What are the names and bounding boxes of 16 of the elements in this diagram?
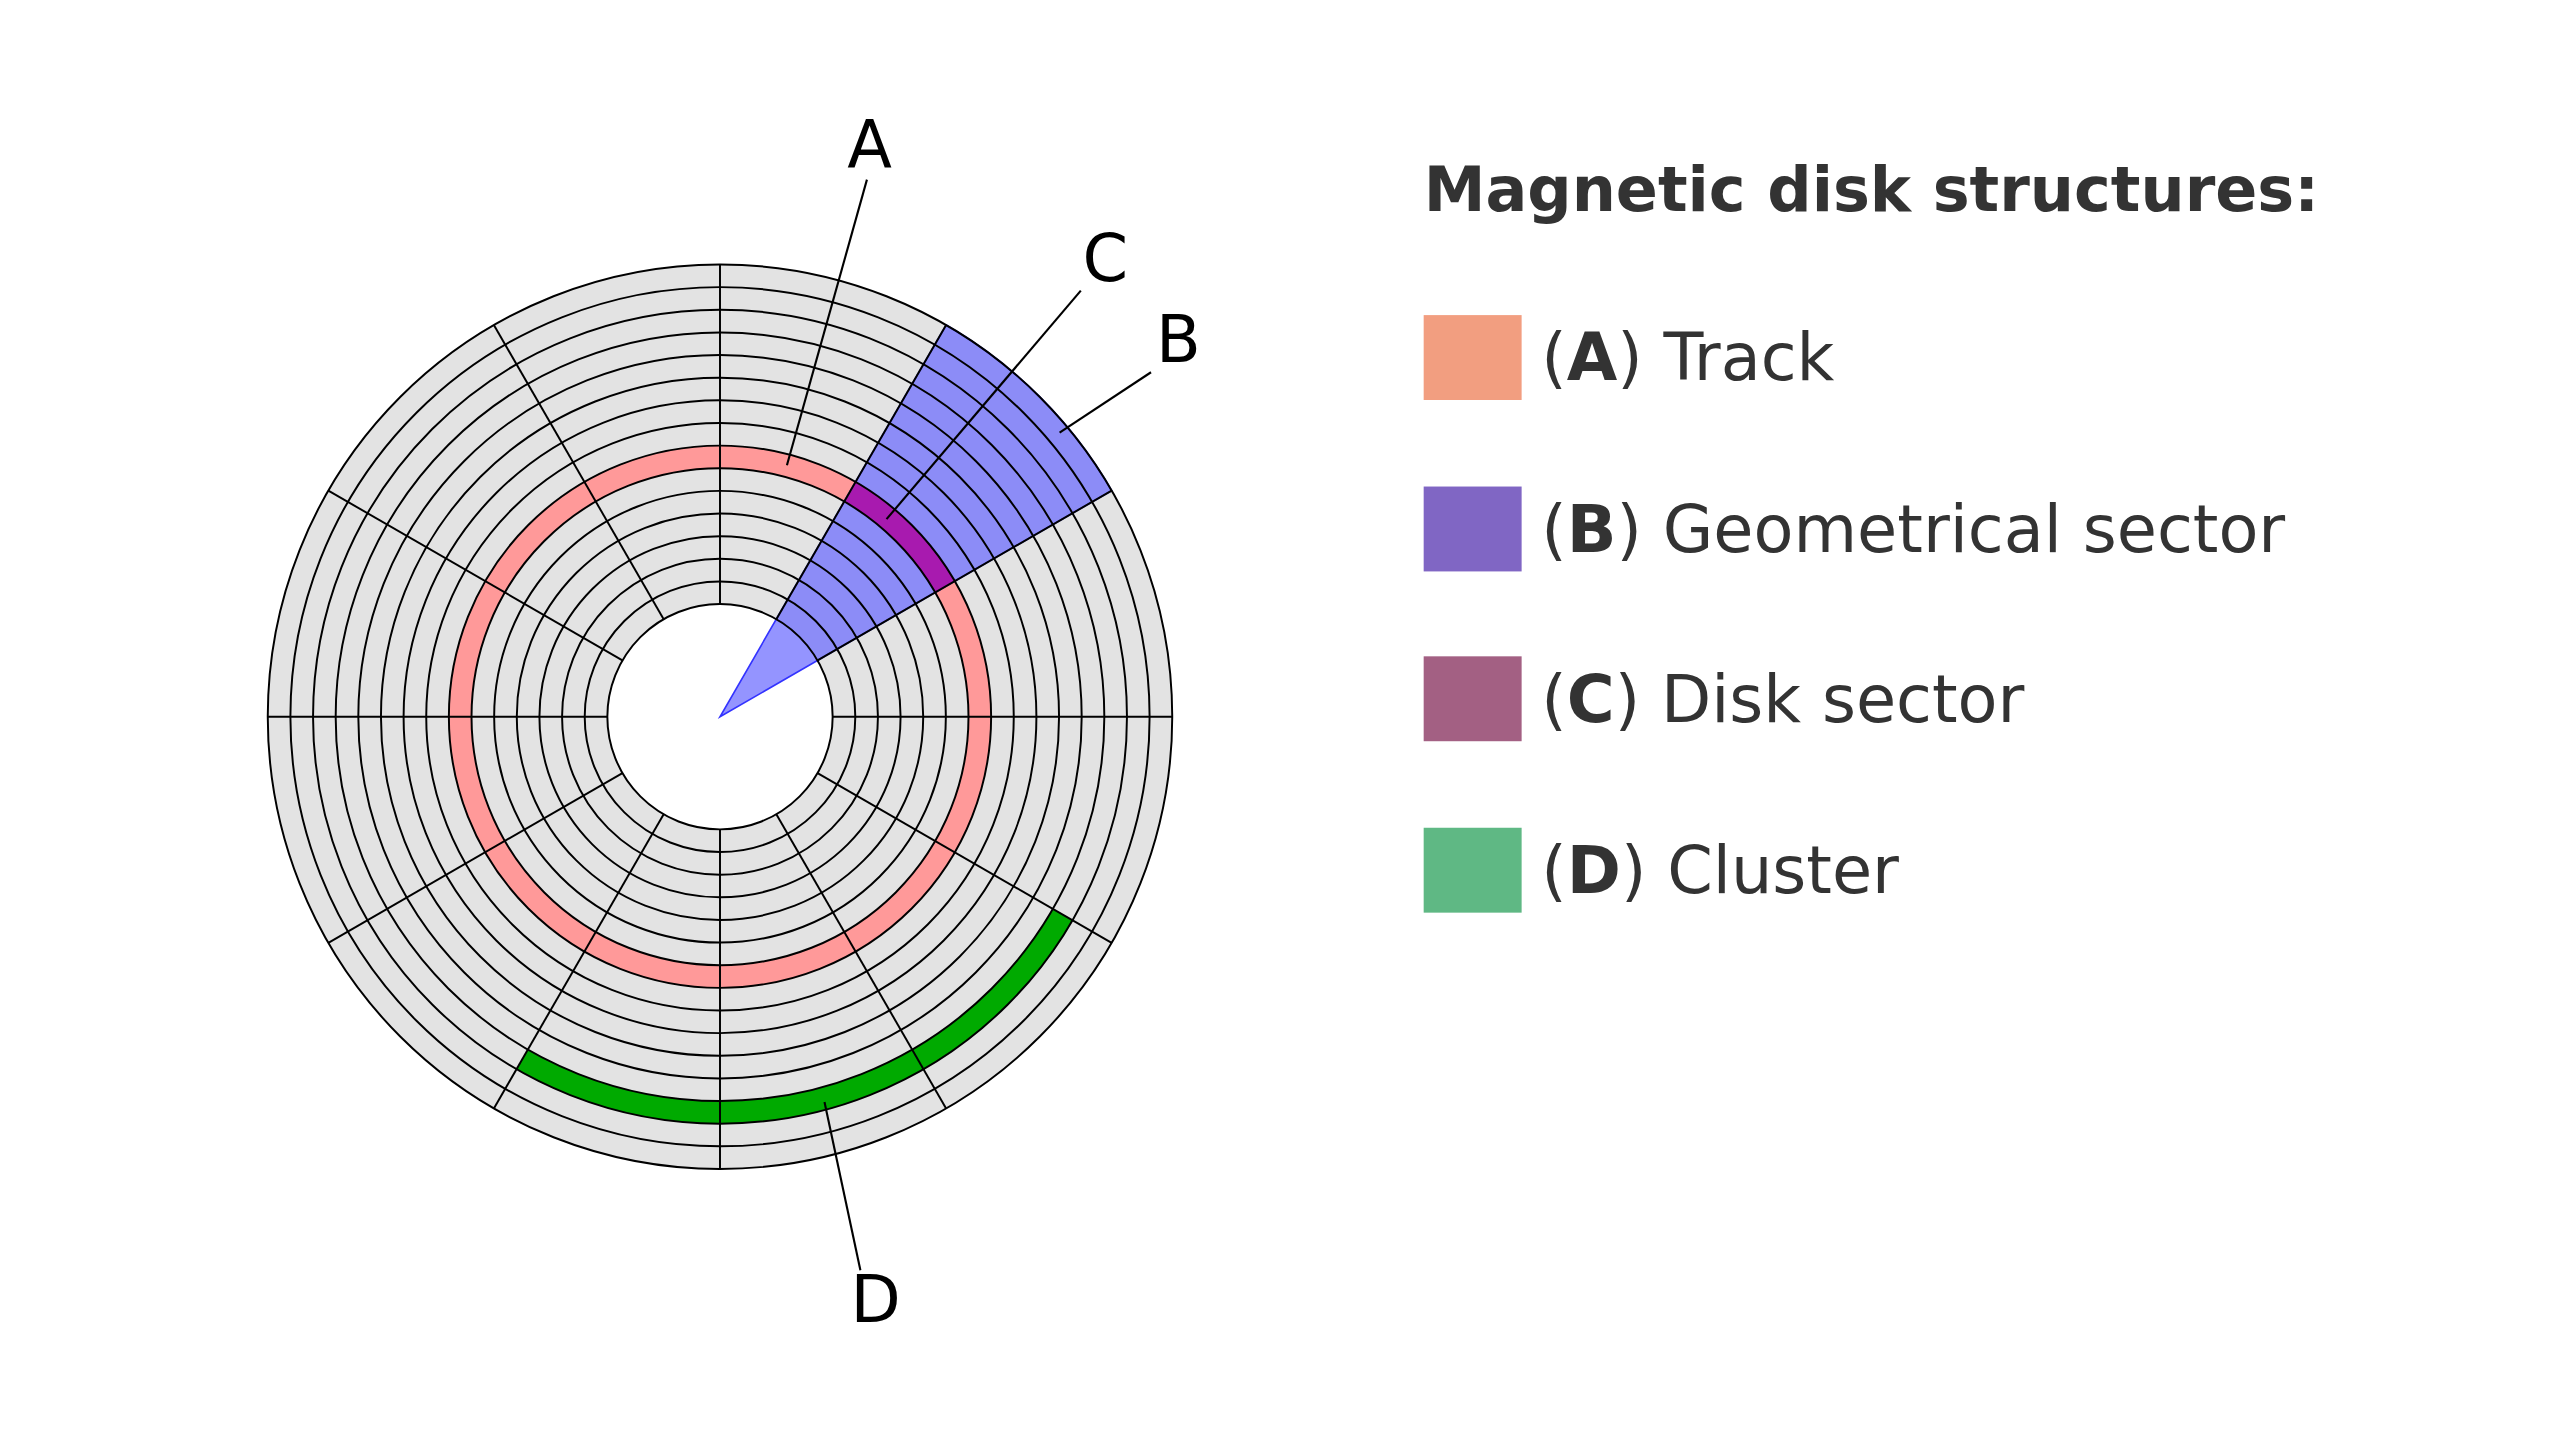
sector-arc [844, 481, 955, 593]
sector-arc [516, 908, 1073, 1124]
legend-label: (B) Geometrical sector [1541, 495, 2286, 561]
leader-line [885, 289, 1082, 520]
part-letter: B [1155, 306, 1201, 373]
sector-wedge [719, 324, 1113, 718]
part-letter: A [847, 111, 893, 177]
legend-title: Magnetic disk structures: [1423, 153, 2320, 226]
legend-label: (A) Track [1541, 324, 1835, 391]
leader-line [823, 1101, 862, 1271]
legend-label: (C) Disk sector [1541, 666, 2025, 732]
leader-line [785, 179, 868, 466]
part-letter: D [850, 1266, 901, 1333]
leader-line [1059, 371, 1152, 434]
part-letter: C [1082, 225, 1129, 291]
legend-label: (D) Cluster [1541, 836, 1899, 903]
